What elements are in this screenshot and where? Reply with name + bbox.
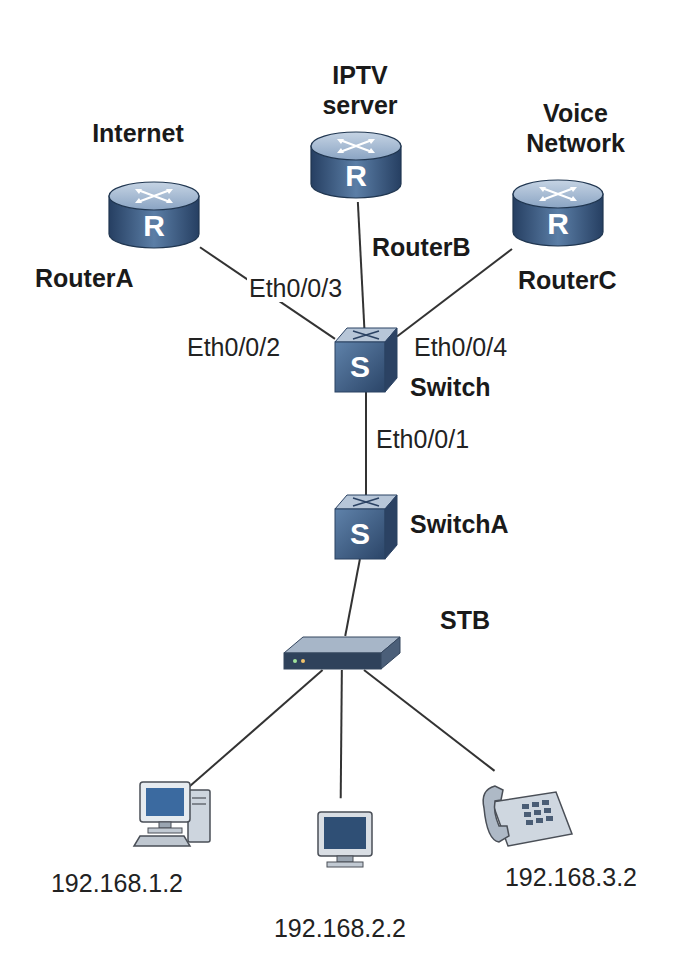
cloud-title: Internet (91, 118, 185, 148)
set-top-box-icon-part (284, 653, 381, 669)
ip-address: 192.168.2.2 (272, 913, 408, 943)
cloud-outline-part (466, 46, 689, 259)
link-line (397, 249, 512, 336)
ip-address: 192.168.3.2 (503, 862, 639, 892)
link-line (341, 670, 342, 798)
cloud-outline-part (263, 25, 462, 224)
stb-node: STB (283, 636, 401, 670)
device-name: RouterC (518, 265, 617, 295)
phone-icon-part (483, 786, 509, 842)
pc-icon-part (134, 836, 190, 846)
cloud-node: 192.168.3.2 (448, 735, 694, 925)
switch-icon-part (385, 495, 397, 559)
phone-icon-part (544, 808, 551, 813)
phone-icon (483, 786, 572, 846)
link-line (364, 670, 495, 771)
set-top-box-icon-part (293, 659, 297, 663)
connector-group (184, 202, 512, 798)
cloud-node: RRouterB IPTV server (255, 0, 465, 225)
icon-letter: R (310, 154, 402, 198)
link-line (184, 670, 323, 792)
device-name: RouterB (372, 232, 471, 262)
cloud-node: RRouterA Internet (18, 12, 258, 257)
cloud-title: Voice Network (511, 98, 641, 158)
set-top-box-icon-part (301, 659, 305, 663)
cloud-outline-part (12, 780, 227, 939)
port-label: Eth0/0/3 (247, 274, 344, 302)
switch-icon-part (335, 509, 385, 559)
router-icon-part (109, 182, 199, 210)
device-name: Switch (410, 372, 491, 402)
cloud-outline (4, 760, 230, 940)
router-icon-part (311, 132, 401, 160)
cloud-title: IPTV server (300, 60, 420, 120)
set-top-box-icon-part (381, 637, 400, 669)
router-icon-part (539, 187, 577, 201)
switch-icon-part (385, 328, 397, 392)
link-line (358, 202, 364, 328)
pc-icon (134, 782, 210, 846)
port-label: Eth0/0/2 (185, 333, 282, 361)
device-name: RouterA (35, 263, 134, 293)
switch-icon-part (335, 342, 385, 392)
pc-icon-part (140, 782, 190, 822)
cloud-outline-part (27, 39, 255, 256)
phone-icon-part (534, 810, 541, 815)
router-icon-part (542, 188, 574, 200)
icon-letter: R (108, 204, 200, 248)
pc-icon-part (159, 822, 171, 828)
tv-icon-part (318, 812, 372, 856)
tv-icon-part (337, 856, 353, 862)
phone-icon-part (546, 816, 553, 821)
cloud-outline-part (238, 806, 446, 974)
switch-node: SSwitchA (335, 495, 397, 559)
router-node: RRouterA (108, 180, 200, 252)
pc-icon-part (192, 797, 206, 798)
phone-icon-part (524, 812, 531, 817)
pc-icon-part (148, 828, 182, 833)
port-label: Eth0/0/4 (412, 333, 509, 361)
cloud-outline (448, 735, 694, 925)
pc-icon-part (192, 803, 206, 804)
icon-letter: S (335, 342, 385, 392)
pc-icon-part (146, 788, 184, 816)
device-name: SwitchA (410, 509, 509, 539)
switch-node: SSwitch (335, 328, 397, 392)
switch-icon-part (353, 331, 379, 339)
pc-icon-part (188, 790, 210, 842)
cloud-node: 192.168.2.2 (230, 785, 449, 975)
icon-letter: S (335, 509, 385, 559)
router-node: RRouterB (310, 130, 402, 202)
device-name: STB (440, 605, 490, 635)
switch-icon-part (353, 498, 379, 506)
cloud-node: RRouterC Voice Network (458, 20, 693, 260)
phone-icon-part (536, 818, 543, 823)
cloud-outline (230, 785, 449, 975)
link-line (345, 559, 360, 636)
tv-icon (318, 812, 372, 867)
router-icon-part (138, 190, 170, 202)
router-icon-part (513, 180, 603, 208)
phone-icon-part (526, 820, 533, 825)
router-node: RRouterC (512, 178, 604, 250)
set-top-box-icon-part (284, 637, 400, 653)
router-icon-part (135, 189, 173, 203)
tv-icon-part (324, 817, 366, 849)
router-icon-part (337, 139, 375, 153)
phone-icon-part (522, 804, 529, 809)
icon-letter: R (512, 202, 604, 246)
phone-icon-part (532, 802, 539, 807)
set-top-box-icon (283, 636, 401, 670)
cloud-node: 192.168.1.2 (4, 760, 230, 940)
tv-icon-part (327, 862, 363, 867)
cloud-outline-part (457, 756, 691, 924)
router-icon-part (340, 140, 372, 152)
link-line (365, 392, 367, 495)
port-label: Eth0/0/1 (374, 425, 471, 453)
phone-icon-part (542, 800, 549, 805)
ip-address: 192.168.1.2 (49, 868, 185, 898)
